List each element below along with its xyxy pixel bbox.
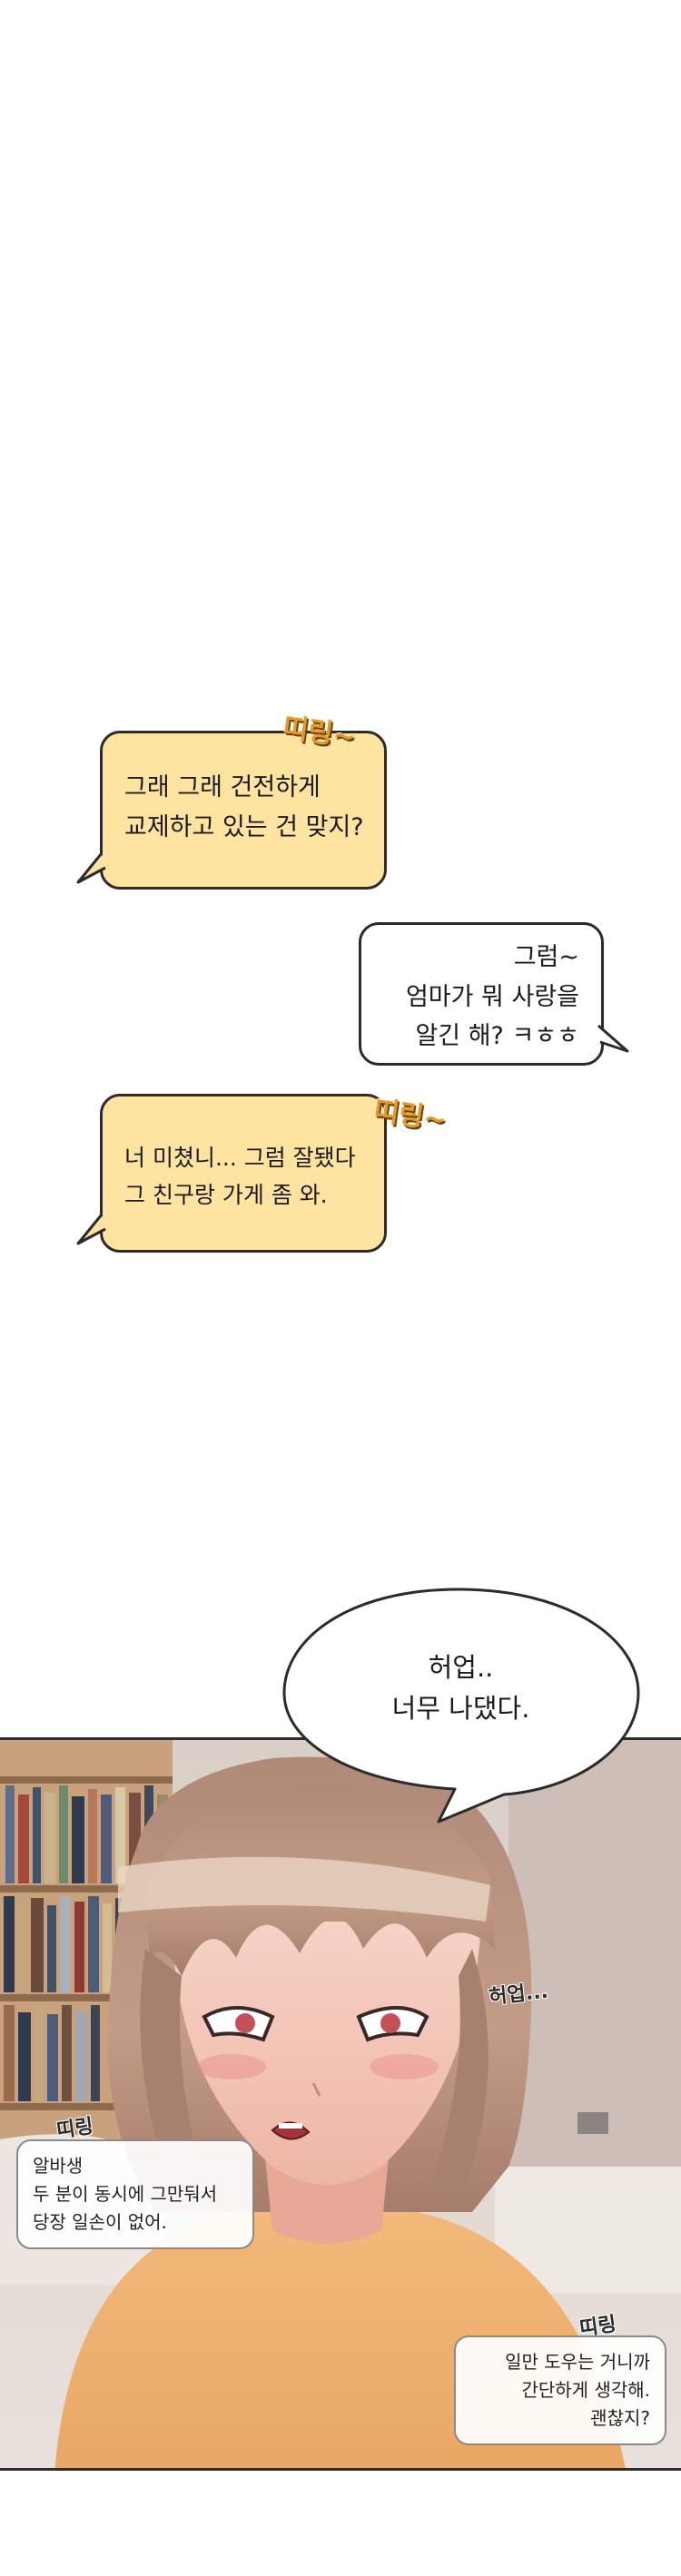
message-line: 알바생 — [33, 2155, 84, 2177]
message-bubble-1: 그래 그래 건전하게 교제하고 있는 건 맞지? — [100, 731, 387, 890]
message-line: 그럼~ — [513, 943, 579, 971]
message-line: 괜찮지? — [590, 2407, 650, 2429]
message-line: 엄마가 뭐 사랑을 — [405, 982, 579, 1011]
speech-text: 허업.. 너무 나댔다. — [277, 1647, 645, 1729]
message-line: 그 친구랑 가게 좀 와. — [124, 1181, 328, 1208]
speech-line: 허업.. — [428, 1652, 494, 1683]
bubble-tail — [76, 852, 106, 884]
character-eyes — [202, 2006, 429, 2042]
message-line: 간단하게 생각해. — [521, 2379, 650, 2401]
panel-illustration — [0, 1740, 681, 2468]
speech-line: 너무 나댔다. — [391, 1692, 530, 1724]
message-line: 알긴 해? ㅋㅎㅎ — [415, 1022, 579, 1051]
bubble-tail — [76, 1214, 106, 1245]
message-line: 일만 도우는 거니까 — [505, 2351, 650, 2373]
message-line: 교제하고 있는 건 맞지? — [124, 812, 364, 841]
speech-bubble — [282, 1588, 640, 1824]
message-line: 두 분이 동시에 그만둬서 — [33, 2183, 218, 2205]
panel-message-1: 알바생 두 분이 동시에 그만둬서 당장 일손이 없어. — [16, 2139, 254, 2249]
message-line: 너 미쳤니... 그럼 잘됐다 — [124, 1145, 356, 1171]
comic-panel: 허업... 띠링 알바생 두 분이 동시에 그만둬서 당장 일손이 없어. 띠링… — [0, 1737, 681, 2471]
character-face — [173, 1922, 481, 2185]
gasp-sfx: 허업... — [488, 1980, 549, 2010]
panel-message-2: 일만 도우는 거니까 간단하게 생각해. 괜찮지? — [454, 2335, 666, 2445]
message-bubble-2: 그럼~ 엄마가 뭐 사랑을 알긴 해? ㅋㅎㅎ — [359, 922, 604, 1066]
bubble-tail — [597, 1024, 629, 1053]
message-line: 당장 일손이 없어. — [33, 2211, 167, 2233]
message-line: 그래 그래 건전하게 — [124, 773, 321, 801]
message-bubble-3: 너 미쳤니... 그럼 잘됐다 그 친구랑 가게 좀 와. — [100, 1094, 387, 1253]
